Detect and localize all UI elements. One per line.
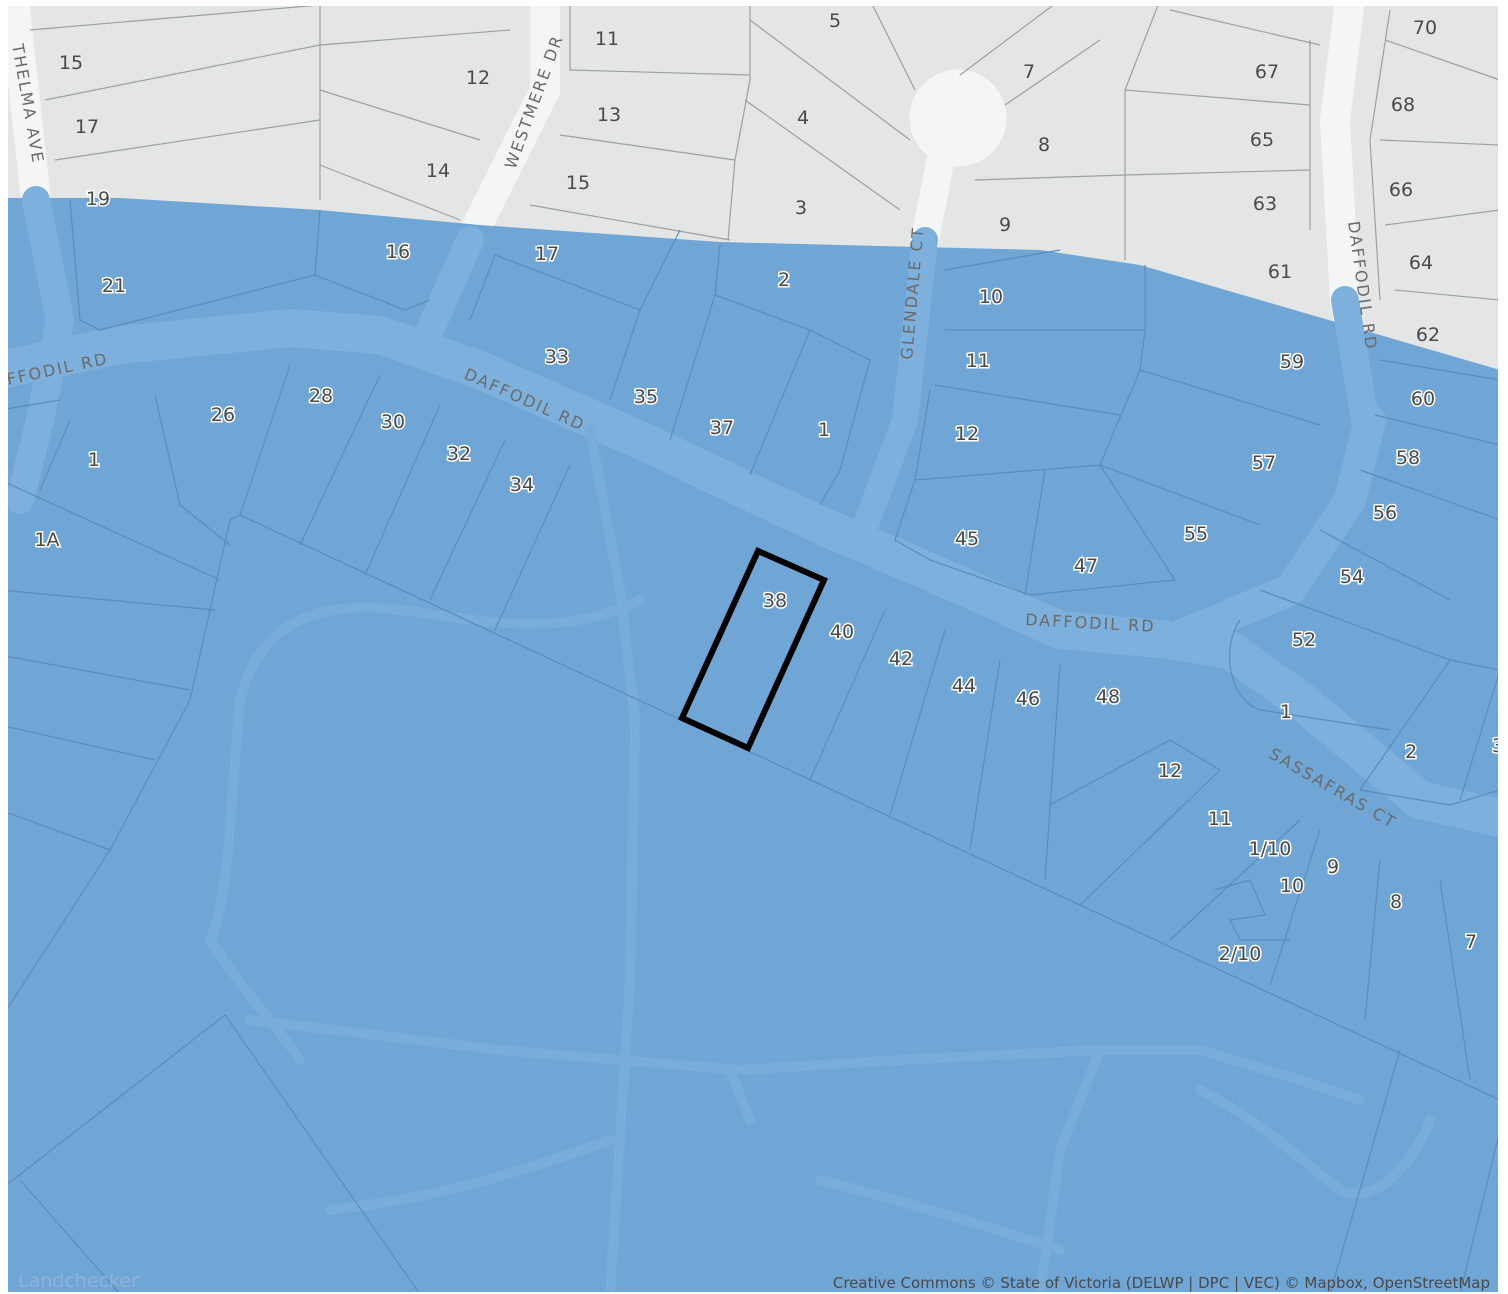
- lot-label: 54: [1340, 566, 1364, 588]
- lot-label: 37: [710, 417, 734, 439]
- lot-label: 59: [1280, 351, 1304, 373]
- lot-label: 11: [1208, 808, 1232, 830]
- lot-label: 7: [1023, 61, 1035, 83]
- lot-label: 60: [1411, 388, 1435, 410]
- lot-label: 70: [1413, 17, 1437, 39]
- lot-label: 63: [1253, 193, 1277, 215]
- lot-label: 15: [59, 52, 83, 74]
- lot-label: 52: [1292, 629, 1316, 651]
- lot-label: 66: [1389, 179, 1413, 201]
- lot-labels-overlay: 21 16 17 2 10 59 60 58 57 56 55 54 52 1 …: [33, 240, 1504, 967]
- lot-label: 2: [778, 269, 790, 291]
- lot-label: 1: [1280, 701, 1292, 723]
- lot-labels-north: 15 17 19 12 14 11 13 15 5 4 3 7 8 9 70 6…: [59, 10, 1440, 346]
- lot-label: 28: [309, 385, 333, 407]
- lot-label: 9: [999, 214, 1011, 236]
- lot-label: 16: [386, 241, 410, 263]
- landchecker-logo: Landchecker: [18, 1270, 139, 1292]
- lot-label: 17: [535, 243, 559, 265]
- lot-label: 57: [1252, 452, 1276, 474]
- lot-label: 45: [955, 528, 979, 550]
- lot-label: 35: [634, 386, 658, 408]
- lot-label: 8: [1038, 134, 1050, 156]
- lot-label: 67: [1255, 61, 1279, 83]
- lot-label: 55: [1184, 523, 1208, 545]
- lot-label: 33: [545, 346, 569, 368]
- overlay-zone: [8, 198, 1498, 1292]
- lot-label: 34: [510, 474, 534, 496]
- lot-label: 17: [75, 116, 99, 138]
- lot-label: 44: [952, 675, 976, 697]
- lot-label: 46: [1016, 688, 1040, 710]
- lot-label: 58: [1396, 447, 1420, 469]
- lot-label: 42: [889, 648, 913, 670]
- selected-parcel-outline[interactable]: [678, 547, 828, 752]
- lot-label: 12: [1158, 760, 1182, 782]
- lot-label: 4: [797, 107, 809, 129]
- lot-label: 62: [1416, 324, 1440, 346]
- lot-label: 10: [1280, 875, 1304, 897]
- lot-label: 2/10: [1219, 943, 1262, 965]
- lot-label: 21: [102, 275, 126, 297]
- lot-label: 56: [1373, 502, 1397, 524]
- lot-label: 5: [829, 10, 841, 32]
- lot-label: 7: [1465, 931, 1477, 953]
- lot-label: 48: [1096, 686, 1120, 708]
- lot-label: 47: [1074, 555, 1098, 577]
- lot-label: 12: [466, 67, 490, 89]
- lot-label: 2: [1405, 741, 1417, 763]
- lot-label: 40: [830, 621, 854, 643]
- parcel-lines-overlay: [8, 199, 1498, 1292]
- lot-label: 3: [795, 197, 807, 219]
- lot-label: 10: [979, 286, 1003, 308]
- lot-label: 26: [211, 404, 235, 426]
- lot-label: 1/10: [1249, 838, 1292, 860]
- lot-label: 1: [818, 419, 830, 441]
- lot-label: 8: [1390, 891, 1402, 913]
- lot-label: 13: [597, 104, 621, 126]
- roads-overlay: [8, 186, 1498, 838]
- lot-label: 30: [381, 411, 405, 433]
- lot-label: 11: [595, 28, 619, 50]
- lot-label: 11: [966, 350, 990, 372]
- map-attribution: Creative Commons © State of Victoria (DE…: [832, 1274, 1490, 1292]
- lot-label: 38: [763, 590, 787, 612]
- lot-label: 14: [426, 160, 450, 182]
- lot-label: 61: [1268, 261, 1292, 283]
- lot-label: 32: [447, 443, 471, 465]
- reserve-tracks: [204, 425, 1435, 1292]
- lot-label: 68: [1391, 94, 1415, 116]
- lot-label: 15: [566, 172, 590, 194]
- lot-label: 64: [1409, 252, 1433, 274]
- lot-label: 19: [86, 188, 110, 210]
- lot-label: 65: [1250, 129, 1274, 151]
- lot-label: 1: [88, 449, 100, 471]
- lot-label: 9: [1327, 856, 1339, 878]
- lot-label: 3: [1492, 735, 1504, 757]
- lot-label: 12: [955, 423, 979, 445]
- parcel-lines-north: [29, 6, 1498, 301]
- lot-label: 1A: [34, 529, 59, 551]
